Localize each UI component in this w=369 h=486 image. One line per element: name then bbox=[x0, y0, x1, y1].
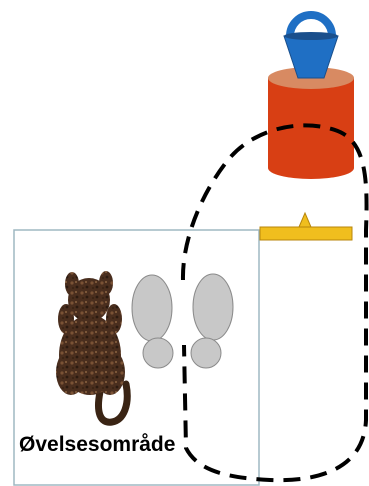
footprints-icon bbox=[131, 273, 234, 369]
footprint-left-sole bbox=[131, 274, 173, 342]
bucket-handle bbox=[286, 11, 336, 37]
footprint-left bbox=[131, 274, 174, 369]
bucket-rim bbox=[284, 32, 338, 40]
footprint-right-heel bbox=[190, 337, 222, 369]
cylinder-post-icon bbox=[268, 67, 354, 179]
platform-notch bbox=[298, 211, 312, 228]
dog-head bbox=[68, 278, 110, 322]
dog-sitting-back-icon bbox=[56, 271, 131, 426]
platform-bar bbox=[259, 226, 353, 241]
cylinder-body bbox=[268, 78, 354, 179]
footprint-right bbox=[190, 273, 234, 369]
footprint-right-sole bbox=[192, 273, 234, 341]
dog-haunch-left bbox=[56, 349, 86, 395]
dashed-path-loop bbox=[180, 123, 369, 483]
platform-marker-icon bbox=[259, 211, 353, 241]
dog-tail bbox=[95, 380, 131, 426]
dashed-path bbox=[180, 123, 369, 483]
dog-haunch-right bbox=[95, 349, 125, 395]
bucket-icon bbox=[283, 11, 339, 79]
exercise-area-label: Øvelsesområde bbox=[19, 433, 175, 456]
footprint-left-heel bbox=[142, 337, 174, 369]
